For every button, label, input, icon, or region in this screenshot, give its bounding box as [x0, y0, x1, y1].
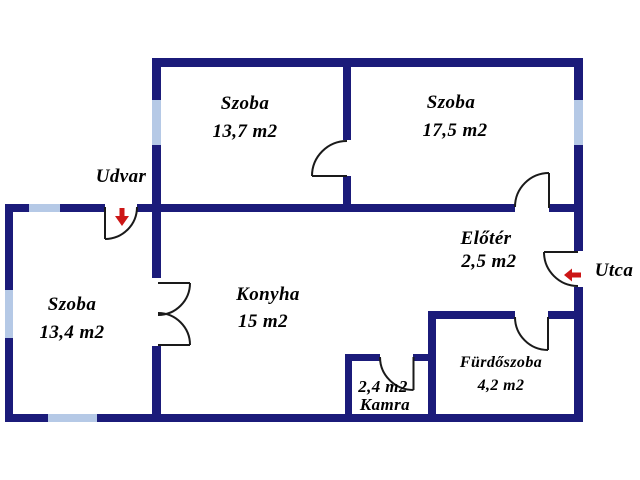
door-room-hall-arc: [514, 172, 550, 208]
walls: [5, 58, 583, 422]
window-left-room-top: [29, 204, 60, 212]
room-area-szoba-3: 13,4 m2: [39, 322, 105, 343]
wall-right-lower: [574, 287, 583, 422]
window-left-room-side: [5, 290, 13, 338]
room-name-szoba-2: Szoba: [426, 92, 476, 113]
wall-upper-divider-seg2: [343, 176, 351, 212]
room-area-furdoszoba: 4,2 m2: [477, 377, 525, 394]
wall-horizontal-seg1: [5, 204, 29, 212]
wall-upper-divider-seg1: [343, 58, 351, 140]
room-area-szoba-1: 13,7 m2: [212, 121, 278, 142]
wall-right-upper: [574, 58, 583, 100]
windows: [5, 100, 583, 422]
wall-bathroom-top-seg1: [428, 311, 515, 319]
wall-pantry-top-seg1: [345, 354, 380, 361]
wall-horizontal-seg4: [549, 204, 583, 212]
wall-bathroom-left: [428, 311, 436, 422]
room-name-szoba-1: Szoba: [220, 93, 270, 114]
room-area-eloter: 2,5 m2: [461, 251, 517, 272]
wall-horizontal-seg2: [60, 204, 105, 212]
wall-center-vertical-seg3: [152, 346, 161, 422]
entrance-arrows: [115, 208, 581, 282]
arrow-down-icon: [115, 208, 129, 226]
room-name-szoba-3: Szoba: [47, 294, 97, 315]
wall-right-middle: [574, 145, 583, 251]
room-name-kamra: Kamra: [359, 395, 411, 414]
window-upper-left-room: [152, 100, 161, 145]
room-area-szoba-2: 17,5 m2: [422, 120, 488, 141]
room-name-furdoszoba: Fürdőszoba: [459, 354, 543, 371]
wall-center-vertical-seg2: [152, 145, 161, 278]
room-area-kamra: 2,4 m2: [358, 377, 408, 396]
wall-pantry-left: [345, 354, 352, 422]
wall-top: [152, 58, 583, 67]
arrow-left-icon: [564, 268, 581, 282]
window-upper-right-room: [574, 100, 583, 145]
wall-bathroom-top-seg2: [548, 311, 583, 319]
room-area-konyha: 15 m2: [237, 311, 289, 332]
wall-bottom: [5, 414, 583, 422]
door-pantry-arc: [379, 356, 414, 391]
door-bathroom-arc: [514, 316, 549, 351]
doors: [104, 140, 579, 391]
wall-left-lower: [5, 338, 13, 422]
door-double-bottom-arc: [157, 312, 191, 346]
door-courtyard-arc: [104, 206, 138, 240]
outside-label-utca: Utca: [594, 260, 634, 281]
window-left-room-bottom: [48, 414, 97, 422]
room-name-eloter: Előtér: [460, 228, 512, 249]
outside-label-udvar: Udvar: [95, 166, 147, 187]
wall-horizontal-seg3: [137, 204, 515, 212]
wall-center-vertical-seg1: [152, 58, 161, 100]
door-upper-rooms-arc: [311, 140, 348, 177]
room-name-konyha: Konyha: [236, 284, 300, 305]
door-double-top-arc: [157, 282, 191, 316]
wall-left-upper: [5, 204, 13, 290]
wall-pantry-top-seg2: [413, 354, 436, 361]
door-street-arc: [543, 251, 579, 287]
